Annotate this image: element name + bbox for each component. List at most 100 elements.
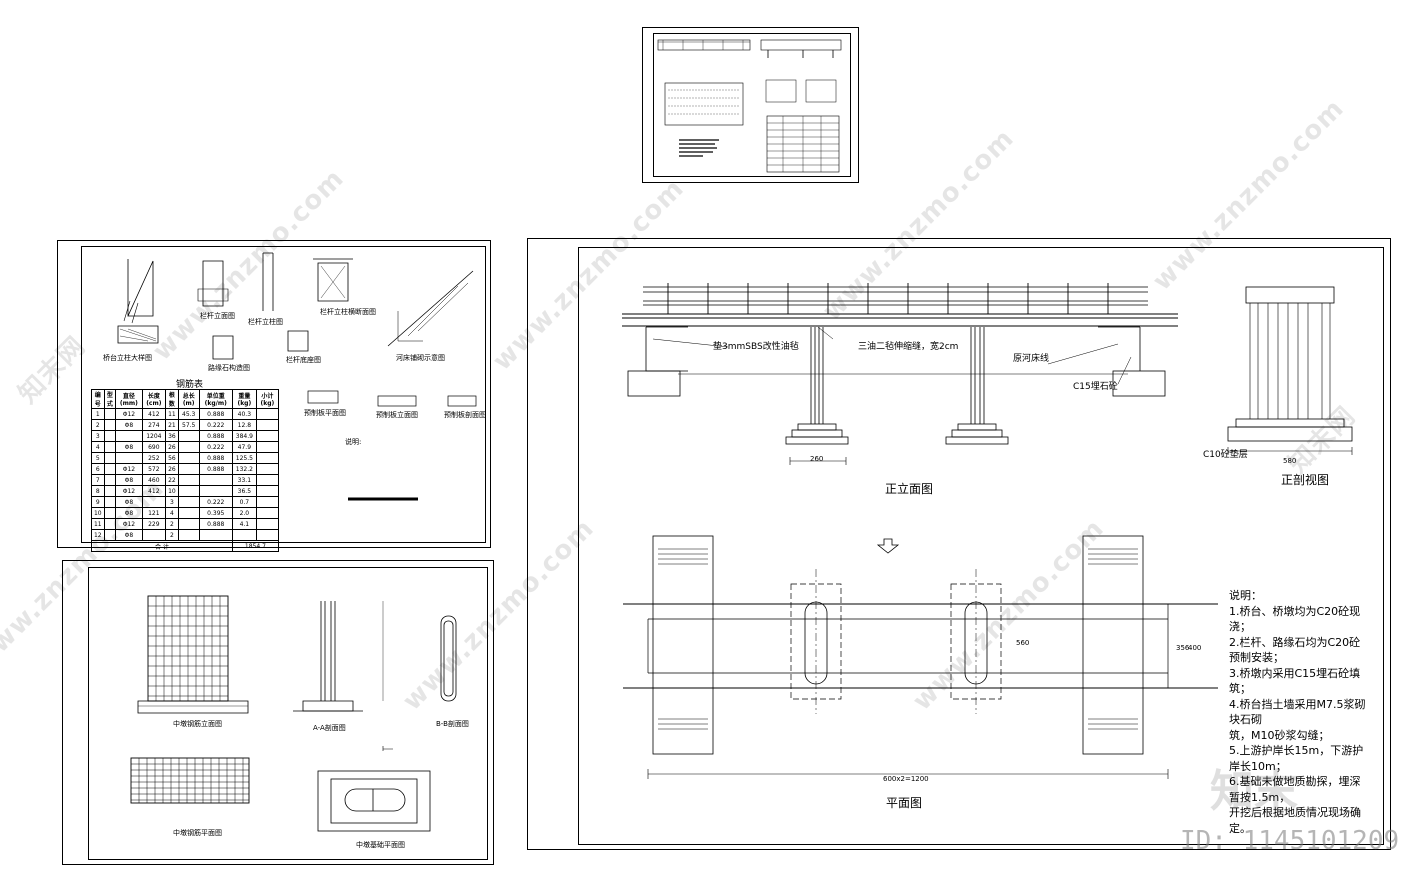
table-cell xyxy=(255,430,280,442)
table-cell xyxy=(103,463,117,475)
table-cell xyxy=(103,441,117,453)
plan-title: 平面图 xyxy=(886,796,923,810)
callout-expansion: 三油二毡伸缩缝，宽2cm xyxy=(858,342,959,352)
table-cell: 1 xyxy=(91,408,105,420)
table-cell xyxy=(255,452,280,464)
table-cell: 47.9 xyxy=(231,441,257,453)
table-cell: 7 xyxy=(91,474,105,486)
drawing-label-slab-section: 预制板剖面图 xyxy=(444,411,486,419)
table-cell: 572 xyxy=(141,463,167,475)
table-cell xyxy=(103,408,117,420)
table-cell: 2 xyxy=(91,419,105,431)
table-cell xyxy=(115,452,143,464)
pier-foundation-plan-label: 中墩基础平面图 xyxy=(356,841,405,849)
table-cell: 8 xyxy=(91,485,105,497)
drawing-label-river-bed: 河床铺砌示意图 xyxy=(396,354,445,362)
table-cell xyxy=(177,518,200,530)
table-cell: 2 xyxy=(165,518,179,530)
table-cell xyxy=(255,419,280,431)
rebar-table-header: 编号 xyxy=(91,389,105,409)
table-cell: 40.3 xyxy=(231,408,257,420)
table-cell: 384.9 xyxy=(231,430,257,442)
note-line: 2.栏杆、路缘石均为C20砼预制安装； xyxy=(1229,635,1361,665)
drawing-label-curb: 路缘石构造图 xyxy=(208,364,250,372)
table-cell xyxy=(177,430,200,442)
table-cell xyxy=(103,496,117,508)
rebar-sheet-drawings xyxy=(117,252,477,501)
note-line: 6.基础未做地质勘探，埋深暂按1.5m， xyxy=(1229,775,1361,804)
table-cell: 0.888 xyxy=(198,452,233,464)
rebar-table-header: 直径(mm) xyxy=(115,389,143,409)
table-cell xyxy=(198,474,233,486)
table-cell: 36.5 xyxy=(231,485,257,497)
table-cell xyxy=(255,485,280,497)
table-cell: 0.888 xyxy=(198,430,233,442)
drawing-label-railing-elevation: 栏杆立面图 xyxy=(200,312,235,320)
rebar-table-title: 钢筋表 xyxy=(176,380,204,390)
rebar-table-header: 总长(m) xyxy=(177,389,200,409)
table-cell: 26 xyxy=(165,441,179,453)
table-cell: 10 xyxy=(91,507,105,519)
table-cell: 1204 xyxy=(141,430,167,442)
table-cell: 12.8 xyxy=(231,419,257,431)
dim-580: 580 xyxy=(1283,457,1297,465)
table-cell: 412 xyxy=(141,408,167,420)
table-cell: 45.3 xyxy=(177,408,200,420)
dim-560: 560 xyxy=(1016,639,1030,647)
table-cell: 22 xyxy=(165,474,179,486)
drawing-label-railing-base: 栏杆底座图 xyxy=(286,356,321,364)
front-elevation-title: 正立面图 xyxy=(885,482,934,496)
pier-sheet: 中墩钢筋立面图 中墩钢筋平面图 A-A剖面图 B-B剖面图 中墩基础平面图 xyxy=(62,560,494,865)
table-cell: 274 xyxy=(141,419,167,431)
table-cell: 0.888 xyxy=(198,408,233,420)
table-cell xyxy=(198,529,233,541)
drawing-label-slab-elevation: 预制板立面图 xyxy=(376,411,418,419)
table-cell xyxy=(177,441,200,453)
table-cell: 252 xyxy=(141,452,167,464)
pier-sheet-drawings xyxy=(130,595,457,832)
note-line: 开挖后根据地质情况现场确定。 xyxy=(1229,806,1361,835)
table-cell: 21 xyxy=(165,419,179,431)
table-cell xyxy=(177,529,200,541)
rebar-total-value: 1854.7 xyxy=(231,540,280,552)
drawing-label-abutment: 桥台立柱大样图 xyxy=(103,354,152,362)
table-cell xyxy=(255,518,280,530)
note-line: 筑，M10砂浆勾缝； xyxy=(1229,728,1330,742)
table-cell: 33.1 xyxy=(231,474,257,486)
aa-section-label: A-A剖面图 xyxy=(313,724,346,732)
rebar-table-header: 长度(cm) xyxy=(141,389,167,409)
table-cell xyxy=(177,485,200,497)
table-cell: Φ12 xyxy=(115,408,143,420)
table-cell xyxy=(231,529,257,541)
table-cell: 3 xyxy=(91,430,105,442)
dim-span-total: 600x2=1200 xyxy=(883,775,929,783)
table-cell xyxy=(255,507,280,519)
table-cell: 0.395 xyxy=(198,507,233,519)
table-cell xyxy=(255,496,280,508)
table-cell: 57.5 xyxy=(177,419,200,431)
table-cell: 0.7 xyxy=(231,496,257,508)
table-cell xyxy=(141,529,167,541)
table-cell xyxy=(177,463,200,475)
table-cell: 9 xyxy=(91,496,105,508)
table-cell: 0.222 xyxy=(198,441,233,453)
table-cell xyxy=(177,474,200,486)
table-cell: 56 xyxy=(165,452,179,464)
table-cell: 2.0 xyxy=(231,507,257,519)
table-cell: 690 xyxy=(141,441,167,453)
note-line: 3.桥墩内采用C15埋石砼填筑； xyxy=(1229,666,1361,696)
drawing-label-railing-section: 栏杆立柱横断面图 xyxy=(320,308,376,316)
table-cell: 26 xyxy=(165,463,179,475)
callout-c10: C10砼垫层 xyxy=(1203,450,1248,460)
rebar-table-header: 单位重(kg/m) xyxy=(198,389,233,409)
rebar-table-header: 小计(kg) xyxy=(255,389,280,409)
drawing-label-post: 栏杆立柱图 xyxy=(248,318,283,326)
rebar-table-header: 根数 xyxy=(165,389,179,409)
